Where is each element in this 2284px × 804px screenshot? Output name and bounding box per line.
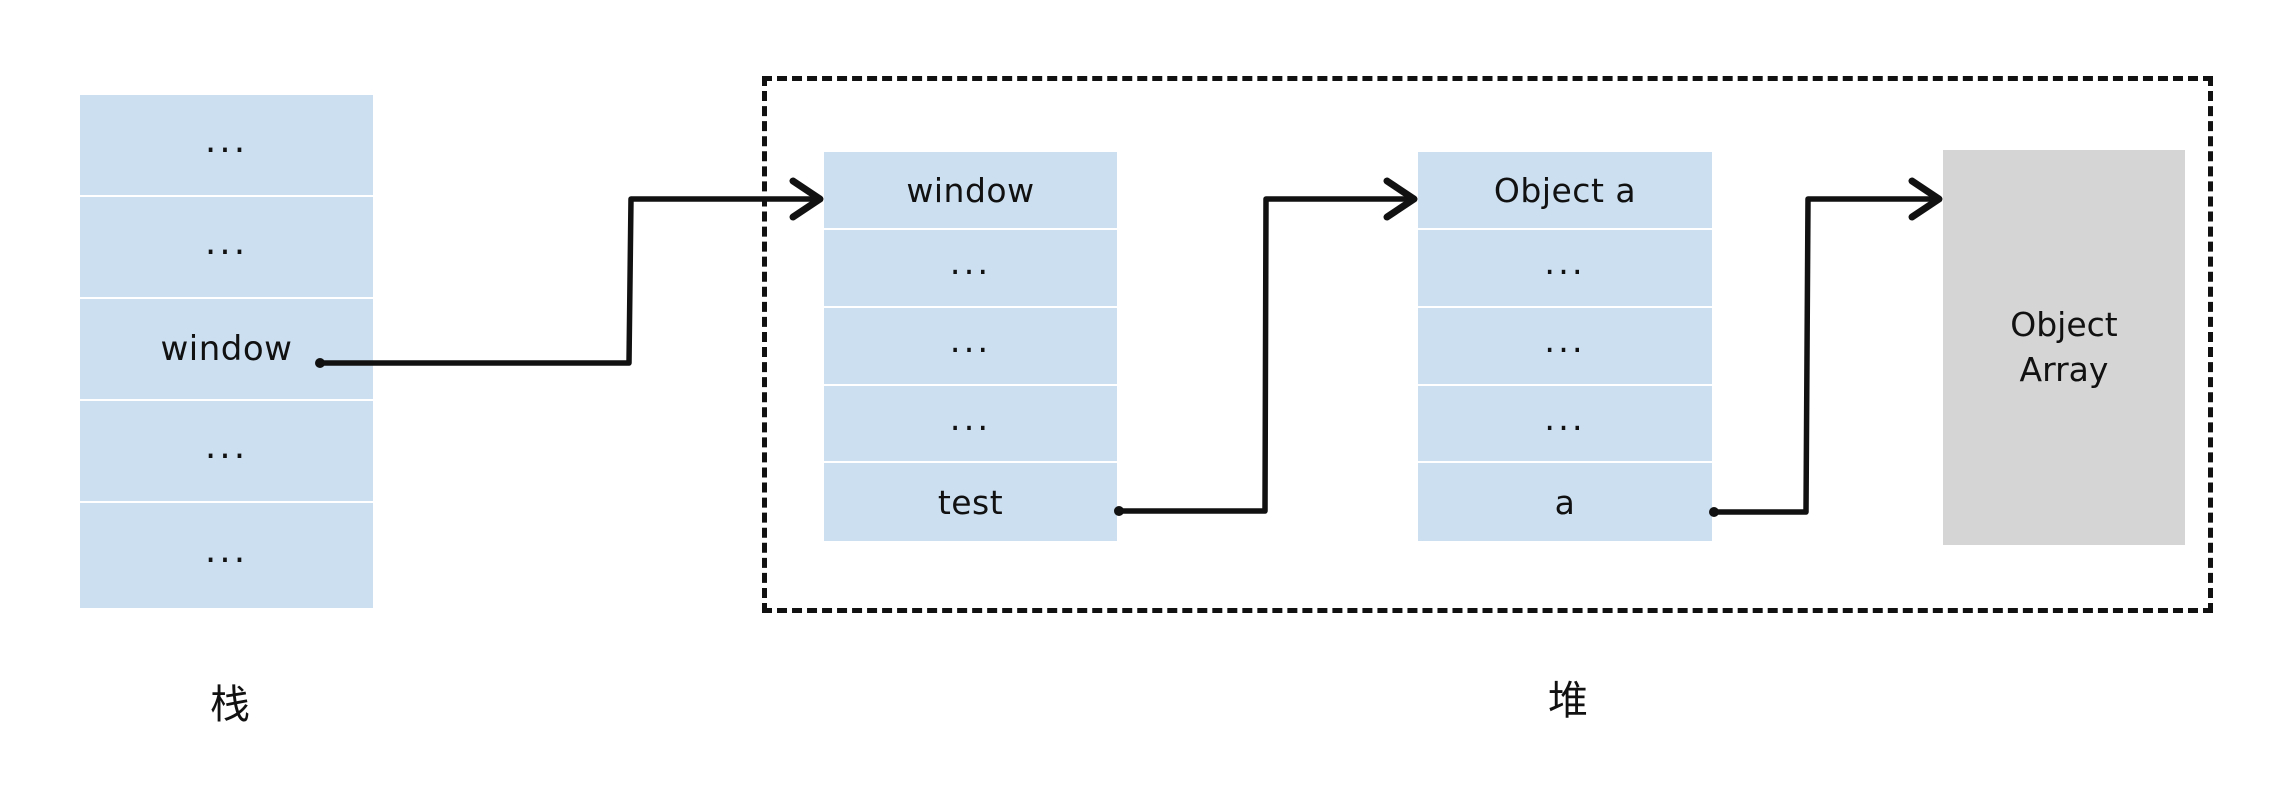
stack-column: ... ... window ... ...	[80, 95, 373, 608]
stack-cell-1: ...	[80, 197, 373, 299]
stack-region-label: 栈	[210, 682, 250, 728]
arrow-stack-window-to-heap-window	[315, 177, 824, 368]
heap-window-cell-3: ...	[824, 386, 1117, 463]
heap-objecta-cell-title: Object a	[1418, 152, 1712, 230]
object-array-text: Object Array	[2010, 303, 2117, 392]
heap-object-window: window ... ... ... test	[824, 152, 1117, 541]
heap-objecta-cell-1: ...	[1418, 230, 1712, 308]
heap-window-cell-1: ...	[824, 230, 1117, 308]
heap-window-cell-2: ...	[824, 308, 1117, 386]
heap-objecta-cell-a: a	[1418, 463, 1712, 541]
heap-objecta-cell-2: ...	[1418, 308, 1712, 386]
stack-cell-window: window	[80, 299, 373, 401]
heap-object-a: Object a ... ... ... a	[1418, 152, 1712, 541]
heap-objecta-cell-3: ...	[1418, 386, 1712, 463]
stack-cell-3: ...	[80, 401, 373, 503]
object-array-line2: Array	[2019, 349, 2109, 389]
heap-object-array: Object Array	[1943, 150, 2185, 545]
heap-region-label: 堆	[1548, 678, 1588, 724]
object-array-line1: Object	[2010, 304, 2118, 344]
heap-window-cell-test: test	[824, 463, 1117, 541]
stack-cell-4: ...	[80, 503, 373, 608]
stack-cell-0: ...	[80, 95, 373, 197]
heap-window-cell-title: window	[824, 152, 1117, 230]
